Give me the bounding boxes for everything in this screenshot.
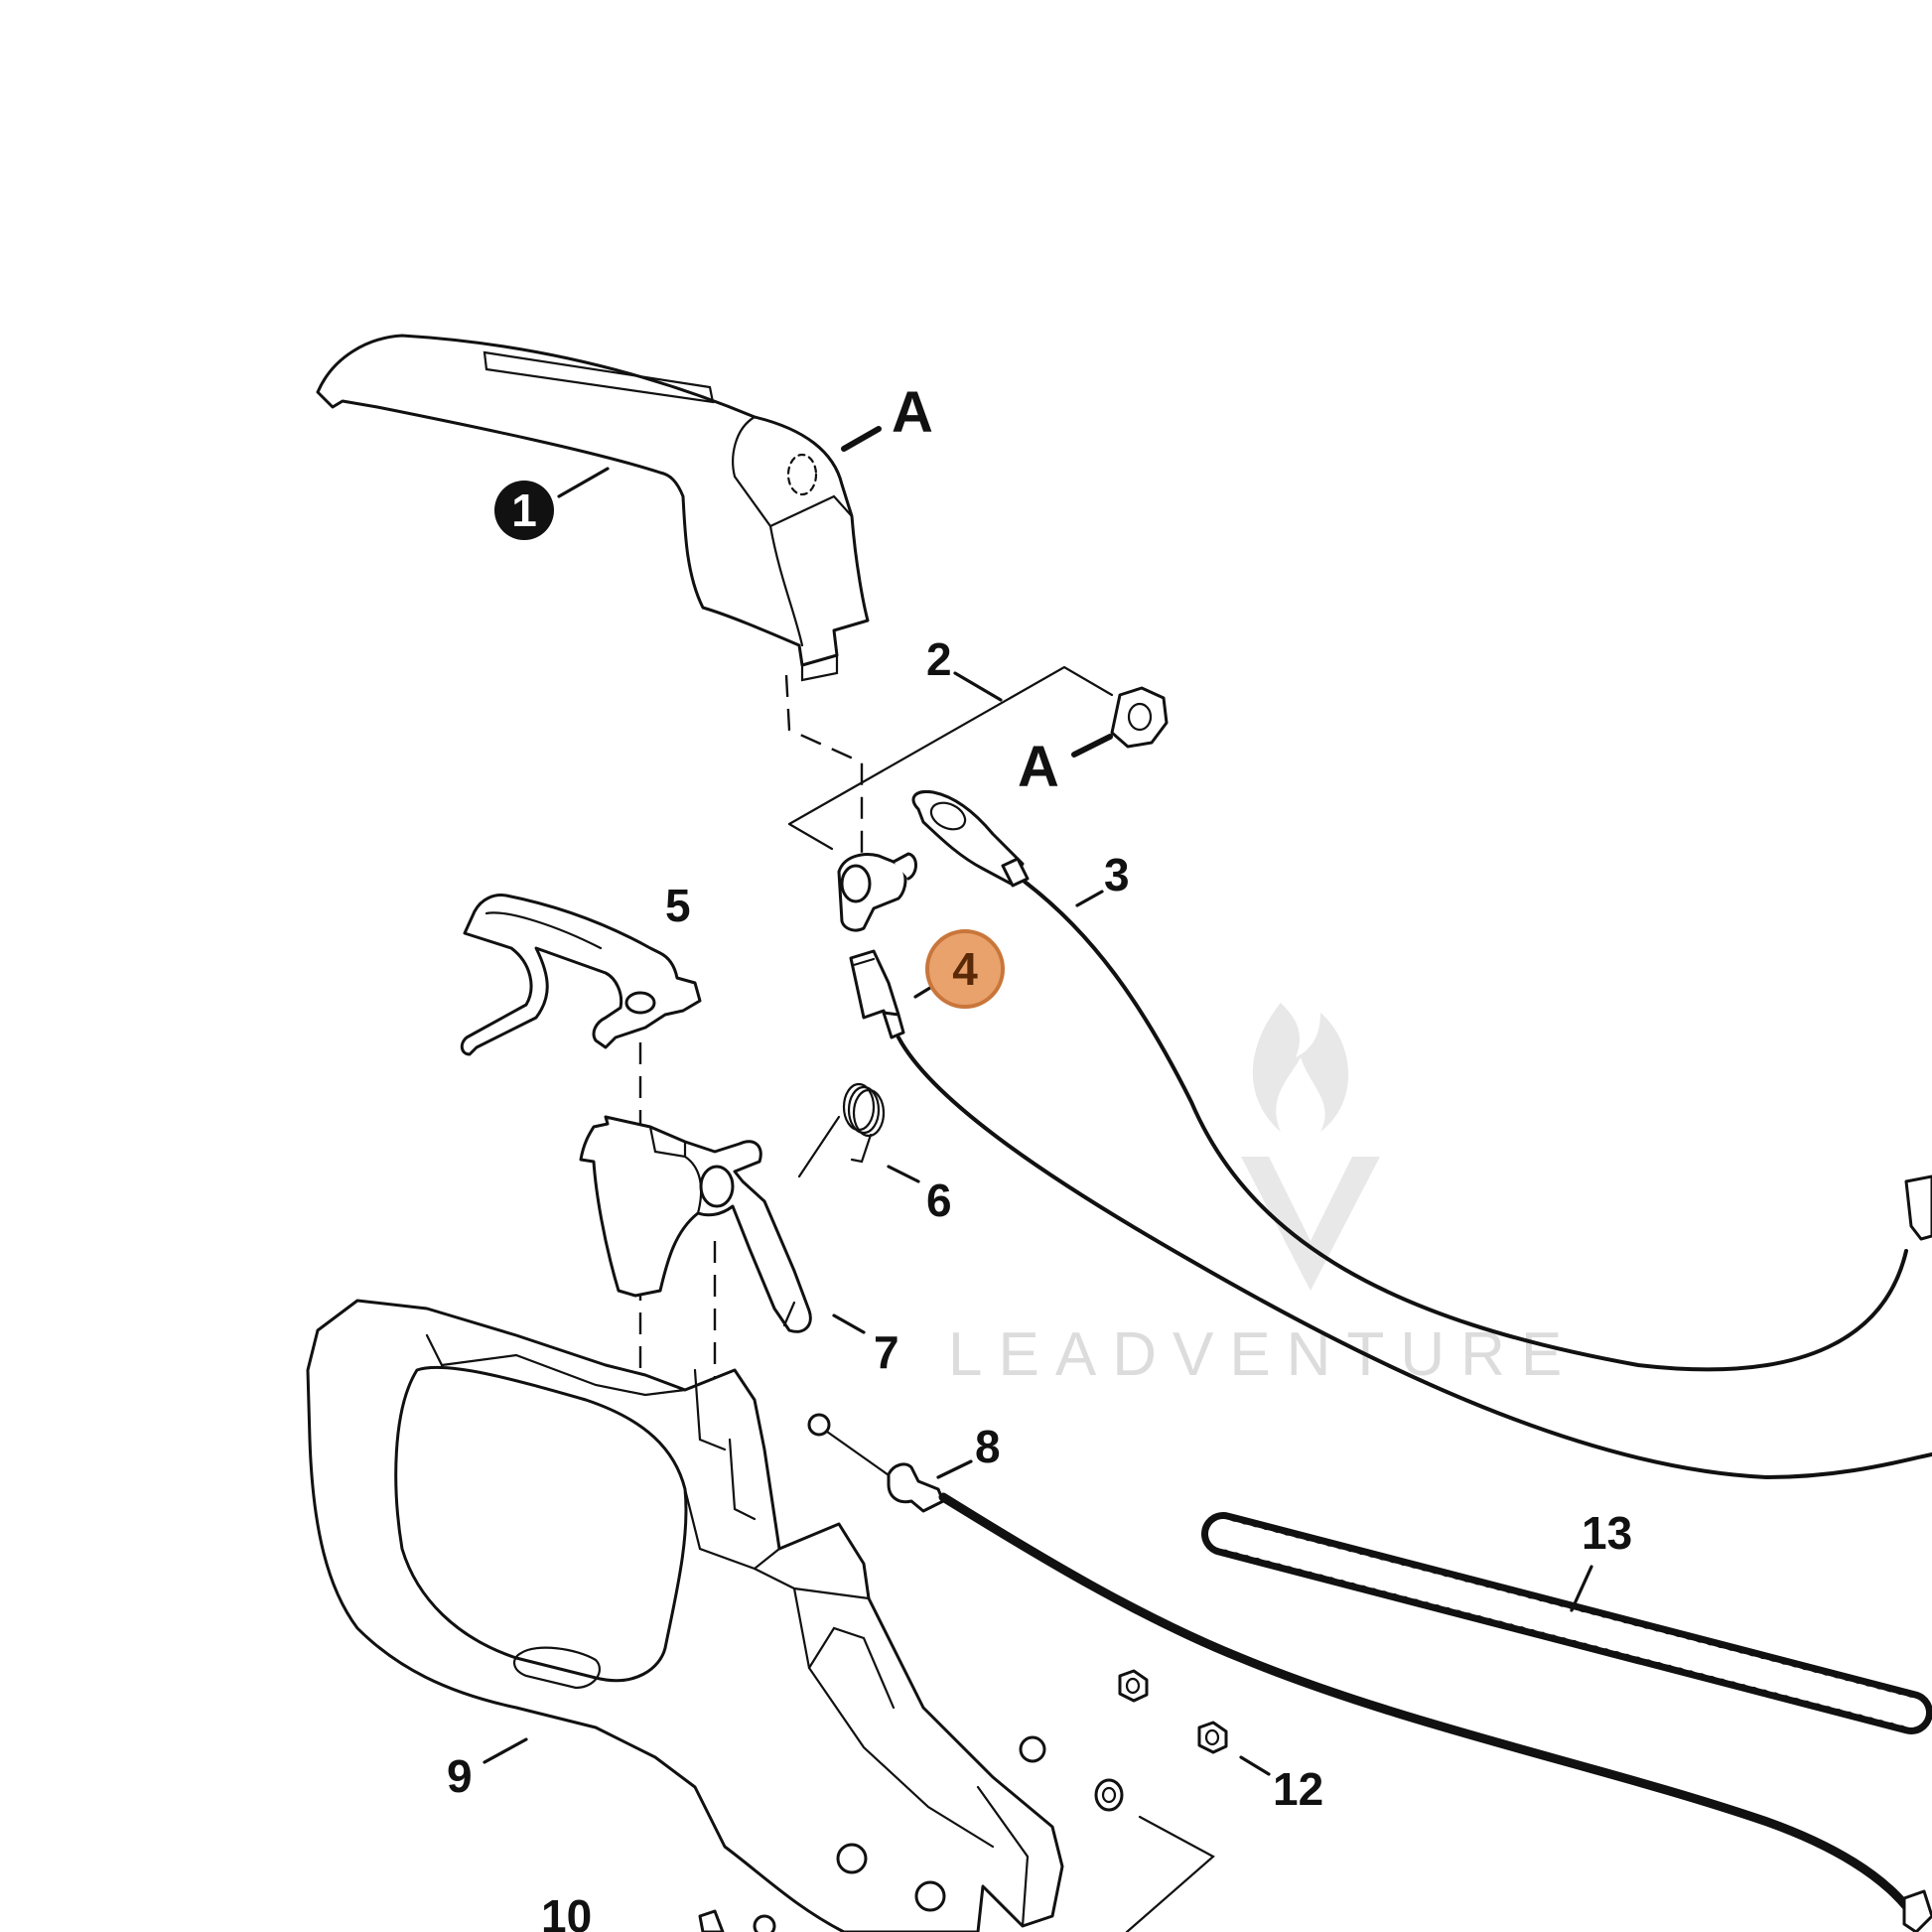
part-1-badge: 1 <box>494 481 554 540</box>
part-1-leader <box>557 467 610 498</box>
handle-housing <box>306 1299 1064 1932</box>
part-5-label: 5 <box>665 880 691 931</box>
part-4-highlight-badge: 4 <box>925 929 1005 1009</box>
ref-a-mid-leader <box>1071 734 1113 758</box>
ring-terminal-cable <box>911 789 1932 1372</box>
watermark: LEADVENTURE <box>948 1003 1578 1389</box>
screw <box>698 1909 725 1932</box>
part-8-label: 8 <box>975 1421 1001 1472</box>
part-7-label: 7 <box>874 1326 899 1378</box>
part-9-label: 9 <box>447 1750 473 1802</box>
part-6-label: 6 <box>926 1174 952 1226</box>
lock-lever <box>460 894 702 1056</box>
flame-logo-icon <box>1241 1003 1380 1291</box>
part-12-label: 12 <box>1273 1763 1323 1815</box>
ref-a-mid-label: A <box>1018 735 1059 799</box>
torsion-spring <box>797 1082 920 1183</box>
part-1-label: 1 <box>511 484 537 536</box>
part-3-label: 3 <box>1104 849 1130 900</box>
hex-nut-top <box>1110 686 1169 749</box>
handle-cover <box>316 334 870 682</box>
dash-line-handle-to-switch <box>784 674 864 864</box>
part-2-label: 2 <box>926 633 952 685</box>
corrugated-hose <box>1201 1512 1932 1734</box>
ref-a-top-label: A <box>892 380 933 445</box>
part-13-label: 13 <box>1582 1507 1632 1559</box>
part-10-label: 10 <box>541 1890 592 1932</box>
switch-kit-bracket <box>787 665 1114 851</box>
ref-a-top-leader <box>841 426 882 452</box>
connector-cable <box>849 949 1932 1480</box>
switch-body <box>837 852 917 932</box>
part-4-label: 4 <box>952 943 978 995</box>
watermark-text: LEADVENTURE <box>948 1320 1578 1389</box>
throttle-cable <box>807 1413 1932 1932</box>
nuts-washers <box>1094 1669 1271 1932</box>
throttle-trigger <box>579 1115 866 1334</box>
